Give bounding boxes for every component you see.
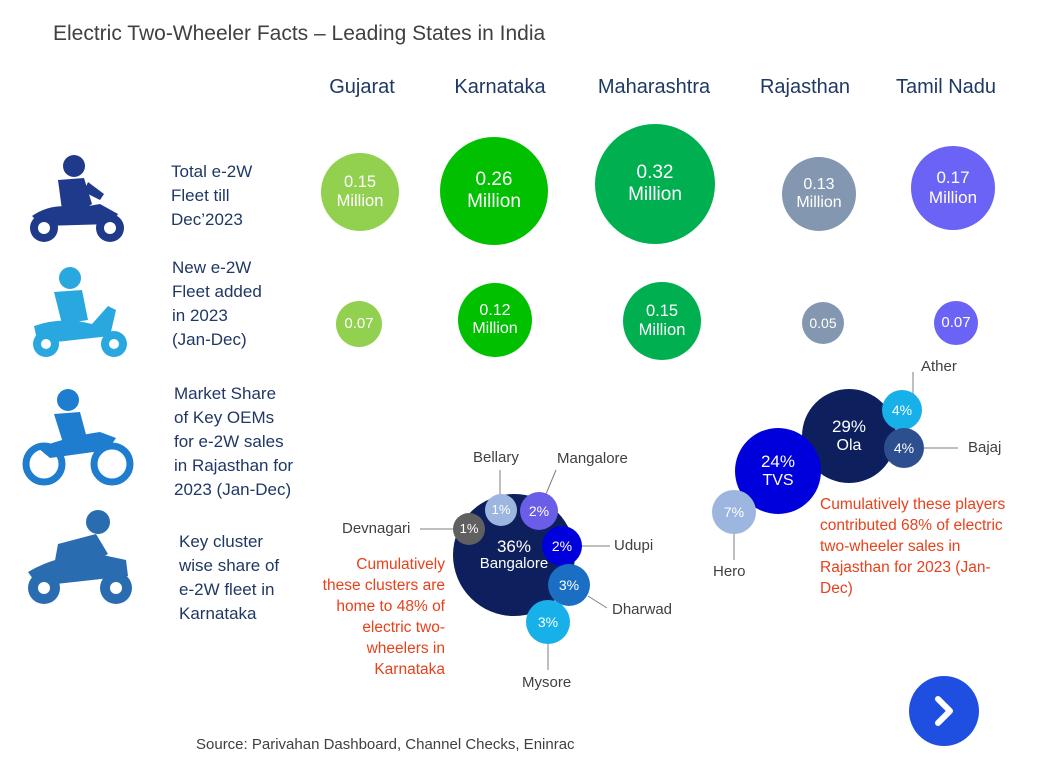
next-slide-button[interactable] <box>909 676 979 746</box>
bubble-new-maharashtra: 0.15 Million <box>623 282 701 360</box>
bubble-cluster-devnagari-value: 1% <box>459 520 479 536</box>
bubble-cluster-bellary-value: 1% <box>491 501 511 517</box>
bubble-new-gujarat-value: 0.07 <box>344 315 374 333</box>
bubble-new-tamil-nadu: 0.07 <box>934 301 978 345</box>
bubble-total-maharashtra-unit: Million <box>628 184 682 205</box>
bubble-total-tamil-nadu-unit: Million <box>928 188 978 207</box>
bubble-cluster-mysore: 3% <box>526 600 570 644</box>
label-oem-ather: Ather <box>921 358 957 375</box>
bubble-total-karnataka-value: 0.26 <box>475 169 513 191</box>
state-header-maharashtra: Maharashtra <box>597 76 711 98</box>
bubble-total-gujarat-unit: Million <box>336 192 384 210</box>
label-oem-hero: Hero <box>713 563 746 580</box>
bubble-oem-ather-value: 4% <box>891 401 913 418</box>
page-title: Electric Two-Wheeler Facts – Leading Sta… <box>53 22 546 45</box>
bubble-new-rajasthan: 0.05 <box>802 302 844 344</box>
state-header-gujarat: Gujarat <box>329 76 395 98</box>
bubble-cluster-udupi: 2% <box>542 526 582 566</box>
label-cluster-dharwad: Dharwad <box>612 601 673 618</box>
label-cluster-devnagari: Devnagari <box>342 520 411 537</box>
bubble-cluster-dharwad-value: 3% <box>558 576 580 593</box>
label-cluster-mysore: Mysore <box>522 674 572 691</box>
bubble-new-karnataka: 0.12 Million <box>458 283 532 357</box>
bubble-total-gujarat: 0.15 Million <box>321 153 399 231</box>
motorcycle-rider-icon <box>30 155 124 242</box>
label-cluster-bellary: Bellary <box>473 449 519 466</box>
bubble-total-rajasthan-unit: Million <box>796 194 842 211</box>
bubble-new-rajasthan-value: 0.05 <box>809 314 837 331</box>
scooter-rider-icon <box>33 267 127 357</box>
bubble-cluster-mangalore-value: 2% <box>528 502 550 519</box>
bubble-new-karnataka-unit: Million <box>472 320 518 337</box>
bubble-oem-hero: 7% <box>712 490 756 534</box>
state-header-tamil-nadu: Tamil Nadu <box>895 76 997 98</box>
bubble-new-tamil-nadu-value: 0.07 <box>941 314 971 332</box>
bubble-oem-ather: 4% <box>882 390 922 430</box>
bubble-oem-hero-value: 7% <box>723 503 745 520</box>
bubble-total-tamil-nadu-value: 0.17 <box>936 168 970 188</box>
bubble-total-gujarat-value: 0.15 <box>343 173 377 192</box>
bubble-total-rajasthan-value: 0.13 <box>803 175 835 193</box>
sport-bike-rider-icon <box>28 510 132 604</box>
dirt-bike-rider-icon <box>22 389 134 486</box>
label-cluster-udupi: Udupi <box>614 537 654 554</box>
bubble-total-rajasthan: 0.13 Million <box>782 157 856 231</box>
state-header-karnataka: Karnataka <box>454 76 546 98</box>
bubble-cluster-mysore-value: 3% <box>537 613 559 630</box>
chevron-right-icon <box>935 696 953 726</box>
bubble-oem-tvs-name: TVS <box>762 471 794 489</box>
source-note: Source: Parivahan Dashboard, Channel Che… <box>196 736 575 753</box>
bubble-total-tamil-nadu: 0.17 Million <box>911 146 995 230</box>
bubble-cluster-devnagari: 1% <box>453 513 485 545</box>
bubble-cluster-bangalore-name: Bangalore <box>479 555 549 573</box>
bubble-new-maharashtra-unit: Million <box>638 321 686 339</box>
bubble-oem-ola-value: 29% <box>831 417 867 437</box>
bubble-new-gujarat: 0.07 <box>336 301 382 347</box>
bubble-cluster-udupi-value: 2% <box>551 537 573 554</box>
bubble-cluster-bellary: 1% <box>485 494 517 526</box>
bubble-oem-bajaj: 4% <box>884 428 924 468</box>
state-header-rajasthan: Rajasthan <box>759 76 851 98</box>
bubble-cluster-mangalore: 2% <box>520 492 558 530</box>
bubble-total-karnataka: 0.26 Million <box>440 137 548 245</box>
bubble-oem-tvs-value: 24% <box>760 452 796 472</box>
bubble-total-maharashtra-value: 0.32 <box>636 162 674 184</box>
bubble-total-maharashtra: 0.32 Million <box>595 124 715 244</box>
label-cluster-mangalore: Mangalore <box>557 450 628 467</box>
bubble-new-karnataka-value: 0.12 <box>479 301 511 319</box>
label-oem-bajaj: Bajaj <box>968 439 1002 456</box>
bubble-oem-ola-name: Ola <box>836 436 862 454</box>
bubble-cluster-bangalore-value: 36% <box>496 537 532 557</box>
bubble-cluster-dharwad: 3% <box>548 564 590 606</box>
bubble-new-maharashtra-value: 0.15 <box>645 302 679 321</box>
bubble-total-karnataka-unit: Million <box>467 191 521 212</box>
bubble-oem-bajaj-value: 4% <box>893 439 915 456</box>
